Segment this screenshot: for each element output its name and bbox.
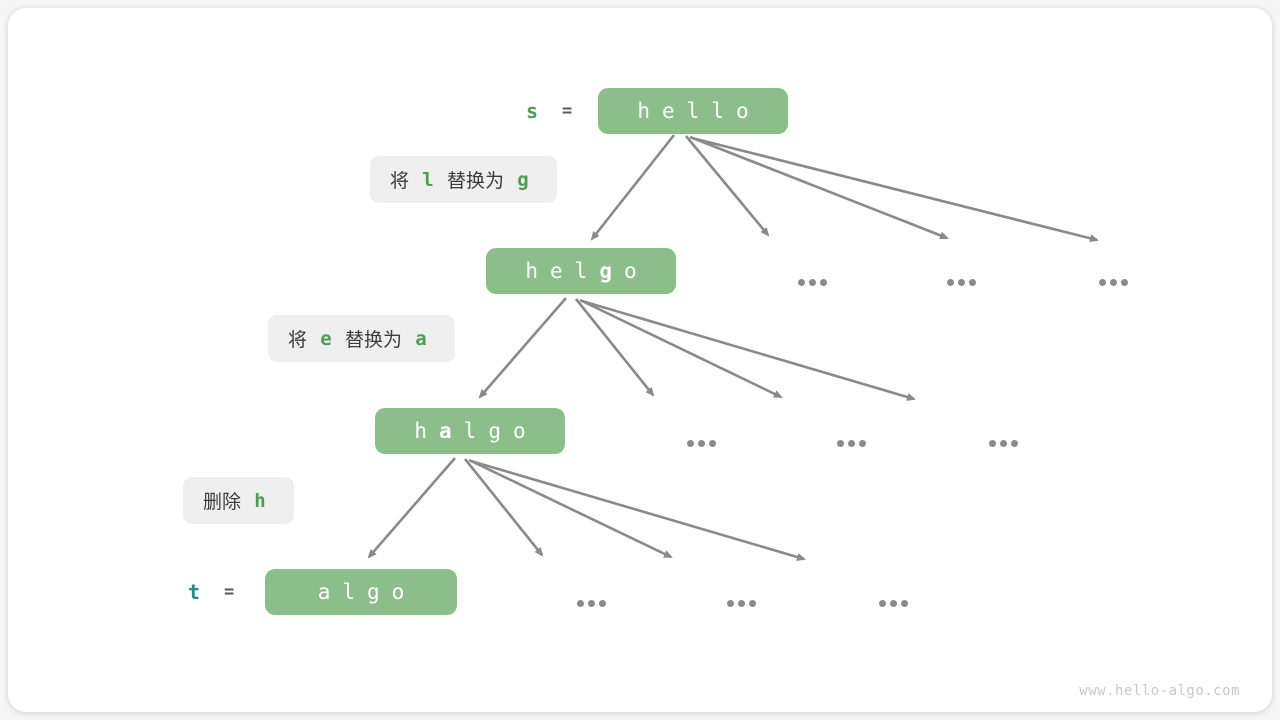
ellipsis-icon <box>947 279 976 286</box>
watermark: www.hello-algo.com <box>1079 683 1240 699</box>
ellipsis-icon <box>1099 279 1128 286</box>
arrow-halgo-to-ellipsis-2 <box>468 458 673 559</box>
variable-s-label: s = <box>526 88 572 134</box>
arrow-helgo-to-ellipsis-1 <box>574 298 655 397</box>
operation-label-replace-e-with-a: 将 e 替换为 a <box>268 315 455 362</box>
arrow-hello-to-ellipsis-3 <box>691 136 1099 243</box>
arrow-halgo-to-ellipsis-1 <box>463 458 544 557</box>
arrow-halgo-to-ellipsis-3 <box>470 459 806 561</box>
ellipsis-icon <box>798 279 827 286</box>
variable-t-label: t = <box>188 569 234 615</box>
arrow-hello-to-ellipsis-1 <box>684 135 770 237</box>
arrow-helgo-to-ellipsis-2 <box>579 298 783 399</box>
ellipsis-icon <box>879 600 908 607</box>
equals-sign: = <box>562 101 573 121</box>
ellipsis-icon <box>989 440 1018 447</box>
ellipsis-icon <box>727 600 756 607</box>
ellipsis-icon <box>837 440 866 447</box>
ellipsis-icon <box>577 600 606 607</box>
arrow-hello-to-helgo <box>590 134 676 241</box>
arrow-hello-to-ellipsis-2 <box>689 135 949 240</box>
arrow-halgo-to-algo <box>367 457 456 559</box>
operation-label-replace-l-with-g: 将 l 替换为 g <box>370 156 557 203</box>
equals-sign: = <box>224 582 235 602</box>
ellipsis-icon <box>687 440 716 447</box>
variable-s-name: s <box>526 99 539 123</box>
arrow-helgo-to-halgo <box>478 297 567 399</box>
operation-label-delete-h: 删除 h <box>183 477 294 524</box>
variable-t-name: t <box>188 580 201 604</box>
arrow-helgo-to-ellipsis-3 <box>581 299 916 401</box>
